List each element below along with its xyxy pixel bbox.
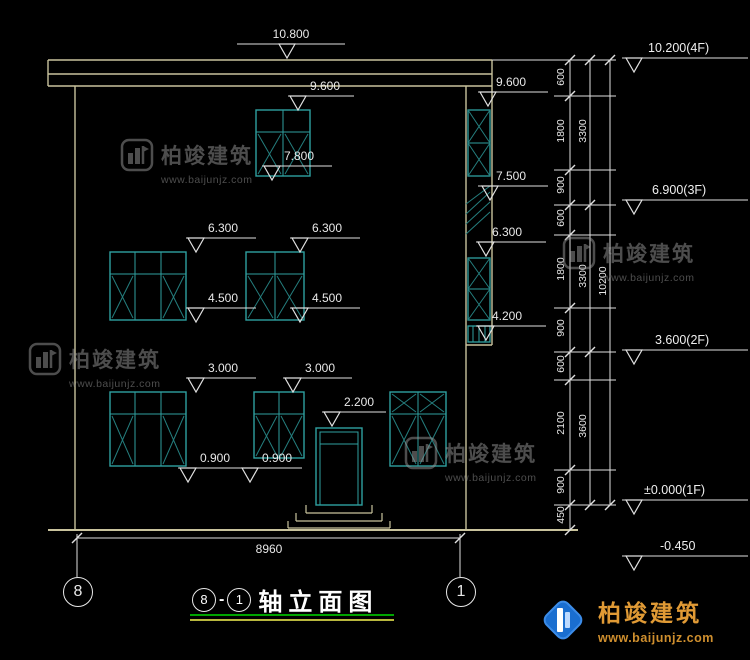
level-label-2f-head-left: 6.300 (208, 221, 239, 235)
dim-seg-1800-a: 1800 (555, 119, 567, 143)
window-2f-left (109, 251, 187, 321)
level-label-1f-head-center: 3.000 (305, 361, 336, 375)
dim-seg-600-a: 600 (555, 68, 567, 86)
stair-bay (465, 109, 491, 343)
dim-floor-3600: 3600 (577, 414, 589, 438)
watermark-brand: 柏竣建筑 (445, 443, 537, 466)
floor-label-ground: -0.450 (660, 539, 696, 553)
watermark: 柏竣建筑 www.baijunjz.com (120, 138, 280, 186)
watermark-logo-icon (120, 138, 154, 172)
level-label-stair-upper: 7.500 (496, 169, 527, 183)
dim-floor-3300-a: 3300 (577, 119, 589, 143)
watermark-logo-icon (562, 236, 596, 270)
level-label-roof-center: 9.600 (310, 79, 341, 93)
level-label-door-head: 2.200 (344, 395, 375, 409)
axis-lines (76, 556, 461, 577)
watermark: 柏竣建筑 www.baijunjz.com (562, 236, 722, 284)
brand-logo: 柏竣建筑 www.baijunjz.com (538, 594, 714, 645)
level-label-2f-sill-center: 4.500 (312, 291, 343, 305)
dim-overall-width: 8960 (255, 542, 283, 556)
title-underline-yellow (190, 619, 394, 621)
watermark-url: www.baijunjz.com (445, 472, 537, 484)
level-label-1f-head-left: 3.000 (208, 361, 239, 375)
level-label-1f-sill-b: 0.900 (262, 451, 293, 465)
floor-label-3f: 6.900(3F) (652, 183, 707, 197)
floor-label-1f: ±0.000(1F) (644, 483, 706, 497)
floor-level-symbols (622, 57, 748, 571)
stair-flight-hatch (465, 185, 491, 235)
level-label-parapet: 10.800 (272, 27, 310, 41)
window-3f-center (255, 109, 311, 177)
dim-seg-600-b: 600 (555, 209, 567, 227)
dim-seg-600-c: 600 (555, 355, 567, 373)
entry-steps (287, 505, 391, 529)
watermark-brand: 柏竣建筑 (69, 349, 161, 372)
axis-bubble-8: 8 (63, 577, 93, 607)
window-2f-center (245, 251, 305, 321)
axis-bubble-1: 1 (446, 577, 476, 607)
title-separator: - (219, 590, 225, 608)
level-label-2f-head-center: 6.300 (312, 221, 343, 235)
title-axis-8: 8 (192, 587, 216, 612)
watermark-brand: 柏竣建筑 (603, 243, 695, 266)
brand-logo-icon (543, 600, 583, 639)
window-1f-center (253, 391, 305, 459)
title-underline-green (190, 614, 394, 616)
building-walls (74, 86, 493, 530)
watermark-url: www.baijunjz.com (603, 272, 695, 284)
watermark: 柏竣建筑 www.baijunjz.com (28, 342, 188, 390)
level-label-2f-sill-left: 4.500 (208, 291, 239, 305)
bottom-dimension (71, 532, 466, 556)
drawing-title: 8 - 1 轴立面图 (192, 582, 378, 617)
floor-label-2f: 3.600(2F) (655, 333, 710, 347)
window-1f-left (109, 391, 187, 467)
watermark-brand: 柏竣建筑 (161, 145, 253, 168)
dimension-ladder (492, 54, 616, 536)
roof-slab (47, 59, 493, 87)
level-label-1f-sill-a: 0.900 (200, 451, 231, 465)
watermark-url: www.baijunjz.com (161, 174, 253, 186)
level-label-2f-head-right: 6.300 (492, 225, 523, 239)
level-label-stair-lower: 4.200 (492, 309, 523, 323)
stair-window-upper (467, 109, 491, 177)
dim-seg-450: 450 (555, 506, 567, 524)
floor-label-4f: 10.200(4F) (648, 41, 710, 55)
watermark: 柏竣建筑 www.baijunjz.com (404, 436, 564, 484)
watermark-logo-icon (404, 436, 438, 470)
level-label-3f-sill: 7.800 (284, 149, 315, 163)
stair-window-lower (467, 257, 491, 321)
watermark-logo-icon (28, 342, 62, 376)
title-axis-1: 1 (227, 587, 252, 612)
brand-name: 柏竣建筑 (598, 600, 702, 626)
brand-url: www.baijunjz.com (598, 631, 714, 645)
entry-door (315, 427, 363, 506)
title-text: 轴立面图 (258, 589, 379, 616)
level-marker-symbols (178, 43, 548, 483)
watermark-url: www.baijunjz.com (69, 378, 161, 390)
windows (109, 109, 447, 467)
level-label-roof-right: 9.600 (496, 75, 527, 89)
